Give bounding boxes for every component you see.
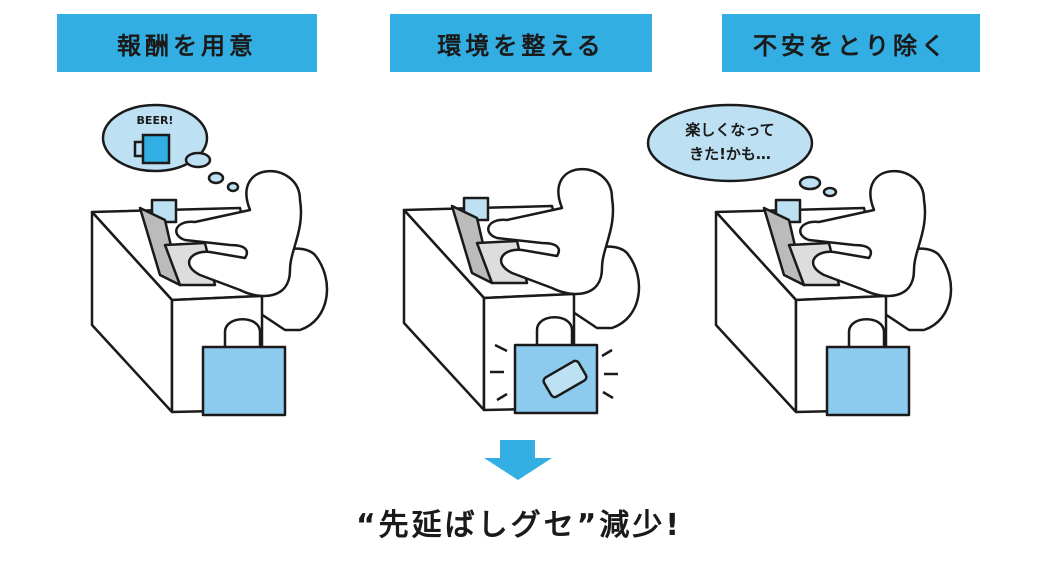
thought-fun-text: 楽しくなって きた!かも… — [655, 118, 805, 166]
header-reward: 報酬を用意 — [57, 14, 317, 72]
header-anxiety: 不安をとり除く — [722, 14, 980, 72]
caption: “先延ばしグセ”減少! — [355, 508, 683, 543]
scene-environment — [402, 167, 641, 415]
thought-bubble-fun — [646, 103, 838, 198]
beer-mug-icon — [141, 133, 171, 165]
thought-bubble-beer: BEER! — [101, 103, 240, 193]
thought-line: 楽しくなって — [685, 121, 775, 139]
smartphone-icon — [490, 343, 618, 402]
down-arrow-icon — [484, 440, 552, 480]
scene-anxiety — [714, 169, 953, 417]
thought-line: きた!かも… — [689, 145, 771, 163]
header-environment: 環境を整える — [390, 14, 652, 72]
thought-beer-text: BEER! — [137, 114, 174, 127]
scene-reward — [90, 169, 329, 417]
